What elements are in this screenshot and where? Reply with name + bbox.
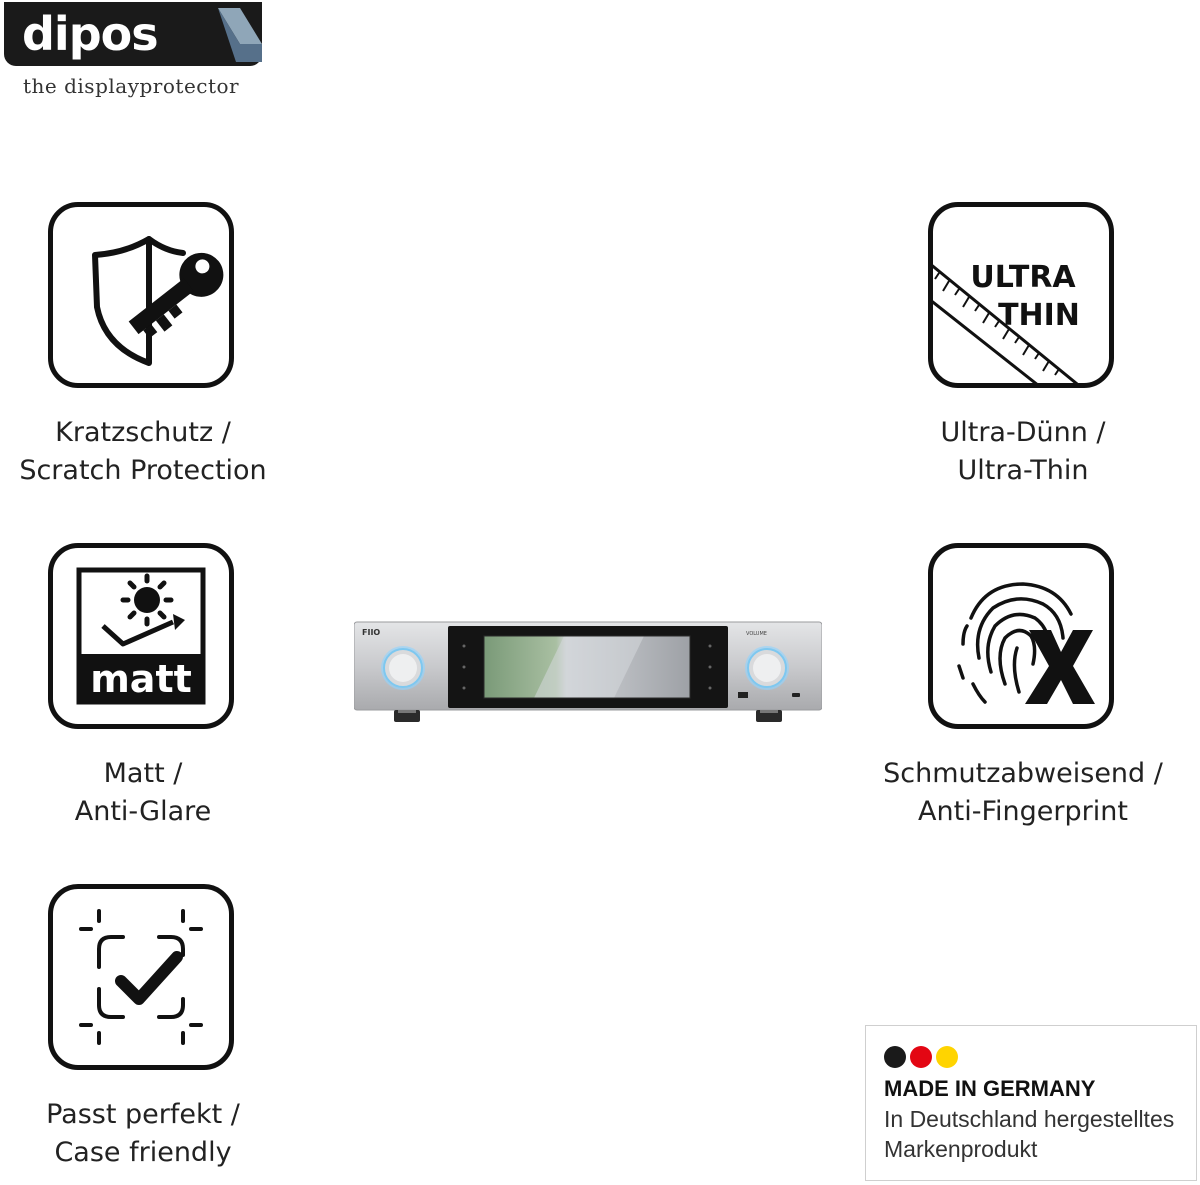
- brand-tagline: the displayprotector: [23, 74, 240, 98]
- ultra-label: ULTRA: [970, 260, 1076, 295]
- sun-matt-icon: matt: [76, 567, 206, 705]
- flag-dot-gold: [936, 1046, 958, 1068]
- scratch-protection-tile: [48, 202, 234, 388]
- checkmark-frame-icon: [79, 909, 203, 1045]
- caption-line: Ultra-Thin: [957, 455, 1089, 486]
- made-in-germany-line-2: Markenprodukt: [884, 1136, 1038, 1162]
- scratch-protection-caption: Kratzschutz / Scratch Protection: [0, 414, 303, 490]
- anti-glare-tile: matt: [48, 543, 234, 729]
- made-in-germany-title: MADE IN GERMANY: [884, 1076, 1096, 1101]
- brand-logo: [4, 2, 262, 66]
- flag-dot-red: [910, 1046, 932, 1068]
- ultra-thin-tile: ULTRA THIN: [928, 202, 1114, 388]
- flag-dot-black: [884, 1046, 906, 1068]
- caption-line: Case friendly: [54, 1137, 232, 1168]
- caption-line: Schmutzabweisend /: [883, 758, 1163, 789]
- made-in-germany-line-1: In Deutschland hergestelltes: [884, 1106, 1175, 1132]
- caption-line: Anti-Fingerprint: [918, 796, 1128, 827]
- device-volume-label: VOLUME: [746, 631, 767, 637]
- case-friendly-caption: Passt perfekt / Case friendly: [0, 1096, 303, 1172]
- thin-label: THIN: [998, 298, 1080, 333]
- caption-line: Kratzschutz /: [55, 417, 231, 448]
- caption-line: Ultra-Dünn /: [940, 417, 1106, 448]
- matt-label: matt: [90, 657, 192, 701]
- anti-fingerprint-caption: Schmutzabweisend / Anti-Fingerprint: [863, 755, 1183, 831]
- device-brand-label: FIIO: [362, 628, 380, 637]
- caption-line: Anti-Glare: [74, 796, 212, 827]
- ultra-thin-ruler-icon: ULTRA THIN: [933, 260, 1080, 383]
- ultra-thin-caption: Ultra-Dünn / Ultra-Thin: [863, 414, 1183, 490]
- shield-key-icon: [92, 236, 224, 366]
- caption-line: Passt perfekt /: [46, 1099, 240, 1130]
- made-in-germany-badge: MADE IN GERMANY In Deutschland hergestel…: [865, 1025, 1197, 1181]
- brand-logo-text: dipos: [22, 7, 159, 61]
- audio-streamer-device-image: FIIO VOLUME: [354, 621, 822, 722]
- anti-fingerprint-tile: [928, 543, 1114, 729]
- anti-glare-caption: Matt / Anti-Glare: [0, 755, 303, 831]
- page-fold-icon: [218, 8, 262, 62]
- caption-line: Matt /: [103, 758, 183, 789]
- caption-line: Scratch Protection: [19, 455, 267, 486]
- fingerprint-x-icon: [957, 582, 1095, 704]
- case-friendly-tile: [48, 884, 234, 1070]
